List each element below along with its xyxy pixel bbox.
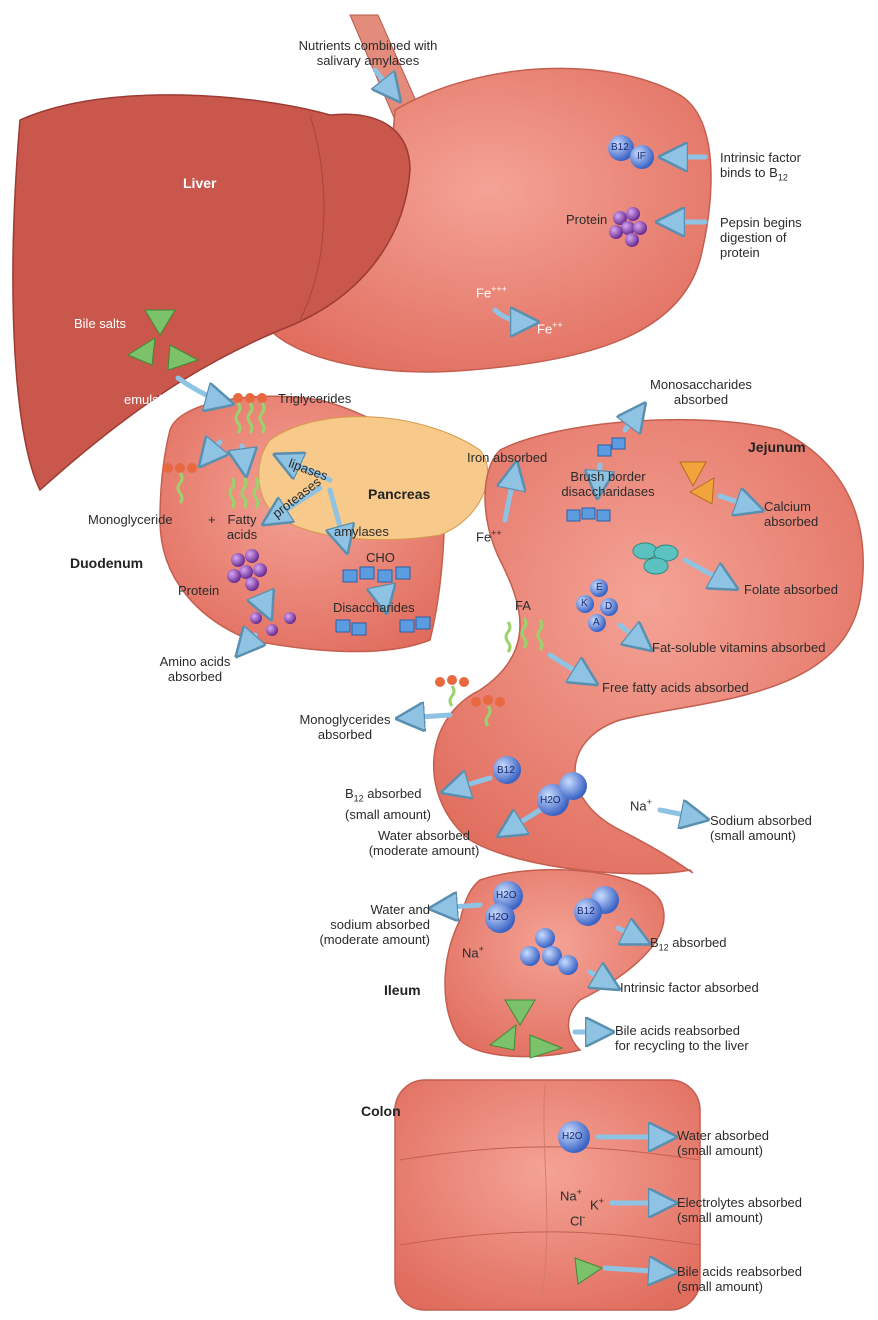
protein-label-duodenum: Protein <box>178 583 219 598</box>
sodium-absorbed-label: Sodium absorbed(small amount) <box>710 813 812 843</box>
folate-label: Folate absorbed <box>744 582 838 597</box>
colon-bile-label: Bile acids reabsorbed(small amount) <box>677 1264 802 1294</box>
arrow-sodium <box>660 810 700 818</box>
fe3-label: Fe+++ <box>476 282 507 300</box>
organ-label-colon: Colon <box>361 1104 401 1119</box>
colon <box>395 1080 700 1310</box>
arrow-ileum-water <box>438 905 480 908</box>
colon-electrolytes-label: Electrolytes absorbed(small amount) <box>677 1195 802 1225</box>
free-fatty-acids-label: Free fatty acids absorbed <box>602 680 749 695</box>
na-label-jejunum: Na+ <box>630 795 652 813</box>
ileum-b12-label: B12 absorbed <box>650 935 727 956</box>
intrinsic-factor-label: Intrinsic factor binds to B12 <box>720 150 801 186</box>
organ-label-duodenum: Duodenum <box>70 556 143 571</box>
if-text: IF <box>637 151 646 162</box>
cho-label: CHO <box>366 550 395 565</box>
triglycerides-label: Triglycerides <box>278 391 351 406</box>
fe2-label-stomach: Fe++ <box>537 318 563 336</box>
monoglyceride-label: Monoglyceride <box>88 512 173 527</box>
colon-na-label: Na+ <box>560 1185 582 1203</box>
colon-cl-label: Cl- <box>570 1210 585 1228</box>
arrow-emulsify <box>178 378 225 402</box>
vitamin-d-text: D <box>605 601 612 612</box>
amino-acids-label: Amino acidsabsorbed <box>140 654 250 684</box>
intrinsic-absorbed-label: Intrinsic factor absorbed <box>620 980 759 995</box>
b12-text: B12 <box>611 142 629 153</box>
b12-text-ileum: B12 <box>577 906 595 917</box>
bile-salts-label: Bile salts <box>74 316 126 331</box>
h2o-text-colon: H2O <box>562 1131 583 1142</box>
fat-soluble-vitamins-label: Fat-soluble vitamins absorbed <box>652 640 825 655</box>
pancreas <box>259 417 488 540</box>
vitamin-a-text: A <box>593 617 600 628</box>
plus-sign: + <box>208 512 216 527</box>
fe2-label-duodenum: Fe++ <box>476 526 502 544</box>
h2o-text-ileum-1: H2O <box>496 890 517 901</box>
water-absorbed-label: Water absorbed(moderate amount) <box>352 828 496 858</box>
organ-label-ileum: Ileum <box>384 983 421 998</box>
organ-label-pancreas: Pancreas <box>368 487 430 502</box>
arrow-monoglyc <box>405 715 450 718</box>
emulsify-label: emulsify <box>124 392 172 407</box>
pepsin-label: Pepsin beginsdigestion ofprotein <box>720 215 802 260</box>
protein-label-stomach: Protein <box>566 212 607 227</box>
b12-text-jejunum: B12 <box>497 765 515 776</box>
iron-absorbed-label: Iron absorbed <box>467 450 547 465</box>
b12-absorbed-label: B12 absorbed (small amount) <box>345 786 431 822</box>
fa-label: FA <box>515 598 531 613</box>
h2o-text-jejunum: H2O <box>540 795 561 806</box>
fatty-acids-label: Fattyacids <box>222 512 262 542</box>
h2o-text-ileum-2: H2O <box>488 912 509 923</box>
amylases-label: amylases <box>334 524 389 539</box>
calcium-label: Calciumabsorbed <box>764 499 818 529</box>
organ-label-jejunum: Jejunum <box>748 440 806 455</box>
na-label-ileum: Na+ <box>462 942 484 960</box>
organ-label-liver: Liver <box>183 176 216 191</box>
colon-k-label: K+ <box>590 1194 604 1212</box>
disaccharides-label: Disaccharides <box>333 600 415 615</box>
vitamin-k-text: K <box>581 598 588 609</box>
arrow-fatty-down <box>242 446 245 468</box>
vitamin-e-text: E <box>596 582 603 593</box>
colon-water-label: Water absorbed(small amount) <box>677 1128 769 1158</box>
